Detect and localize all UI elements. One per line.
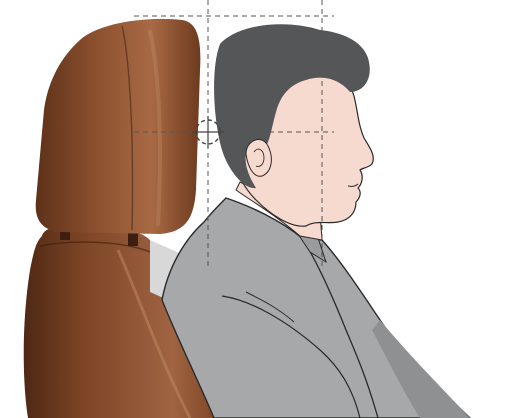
headrest (36, 19, 201, 234)
